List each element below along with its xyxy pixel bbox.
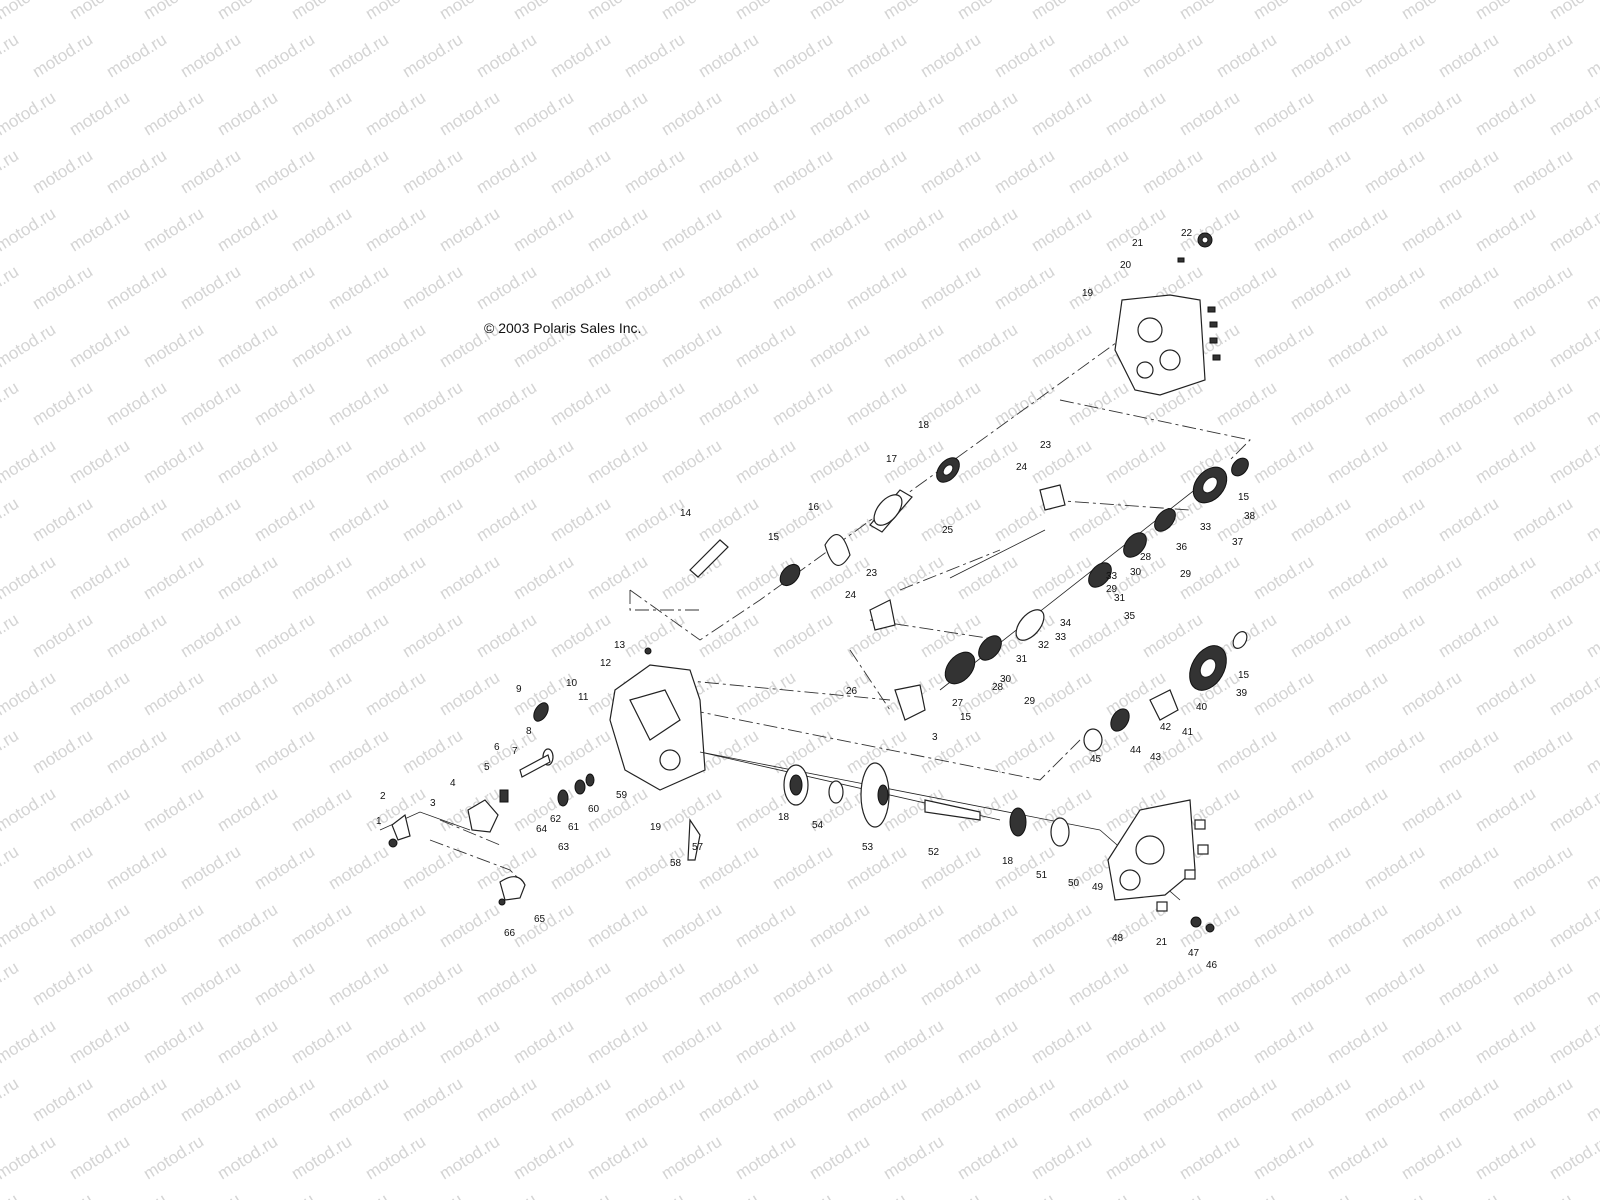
part-callout-19: 19 — [1082, 288, 1094, 299]
lower-shaft-assembly — [699, 751, 1070, 847]
part-callout-62: 62 — [550, 814, 562, 825]
part-callout-44: 44 — [1130, 745, 1142, 756]
part-callout-42: 42 — [1160, 722, 1172, 733]
part-callout-8: 8 — [526, 726, 532, 737]
part-callout-26: 26 — [846, 686, 858, 697]
part-callout-2: 2 — [380, 791, 386, 802]
part-callout-9: 9 — [516, 684, 522, 695]
part-callout-37: 37 — [1232, 537, 1244, 548]
part-callout-40: 40 — [1196, 702, 1208, 713]
cover-bolts — [1177, 257, 1221, 361]
part-callout-7: 7 — [512, 746, 518, 757]
part-callout-16: 16 — [808, 502, 820, 513]
part-callout-28: 28 — [992, 682, 1004, 693]
part-callout-33: 33 — [1055, 632, 1067, 643]
part-callout-43: 43 — [1150, 752, 1162, 763]
part-callout-59: 59 — [616, 790, 628, 801]
part-callout-31: 31 — [1016, 654, 1028, 665]
output-gear-assembly — [894, 631, 1248, 752]
gear-shaft-stack — [869, 457, 1249, 691]
part-callout-41: 41 — [1182, 727, 1194, 738]
part-callout-23: 23 — [866, 568, 878, 579]
part-callout-30: 30 — [1000, 674, 1012, 685]
part-callout-15: 15 — [1238, 670, 1250, 681]
part-callout-31: 31 — [1114, 593, 1126, 604]
part-callout-11: 11 — [578, 692, 589, 703]
part-callout-65: 65 — [534, 914, 546, 925]
part-callout-35: 35 — [1124, 611, 1136, 622]
part-callout-64: 64 — [536, 824, 548, 835]
part-callout-23: 23 — [1040, 440, 1052, 451]
part-callout-13: 13 — [614, 640, 626, 651]
part-callout-18: 18 — [778, 812, 790, 823]
part-callout-12: 12 — [600, 658, 612, 669]
part-callout-28: 28 — [1140, 552, 1152, 563]
part-callout-21: 21 — [1156, 937, 1168, 948]
part-callout-25: 25 — [942, 525, 954, 536]
part-callout-66: 66 — [504, 928, 516, 939]
part-callout-46: 46 — [1206, 960, 1218, 971]
part-callout-17: 17 — [886, 454, 898, 465]
part-callout-29: 29 — [1180, 569, 1192, 580]
part-callout-51: 51 — [1036, 870, 1048, 881]
part-callout-57: 57 — [692, 842, 704, 853]
input-parts — [388, 702, 701, 906]
part-callout-58: 58 — [670, 858, 682, 869]
part-callout-18: 18 — [1002, 856, 1014, 867]
part-callout-54: 54 — [812, 820, 824, 831]
part-callout-47: 47 — [1188, 948, 1200, 959]
part-callout-39: 39 — [1236, 688, 1248, 699]
part-callout-24: 24 — [1016, 462, 1028, 473]
part-callout-22: 22 — [1181, 228, 1193, 239]
part-callout-10: 10 — [566, 678, 578, 689]
part-callout-21: 21 — [1132, 238, 1144, 249]
upper-shaft-assembly — [689, 457, 960, 587]
part-callout-4: 4 — [450, 778, 456, 789]
part-callout-15: 15 — [1238, 492, 1250, 503]
part-callout-27: 27 — [952, 698, 964, 709]
part-callout-18: 18 — [918, 420, 930, 431]
main-transmission-case — [609, 647, 706, 791]
part-callout-24: 24 — [845, 590, 857, 601]
part-callout-38: 38 — [1244, 511, 1256, 522]
part-callout-29: 29 — [1024, 696, 1036, 707]
upper-case-cover — [1114, 232, 1213, 396]
part-callout-53: 53 — [862, 842, 874, 853]
part-callout-61: 61 — [568, 822, 580, 833]
part-callout-15: 15 — [960, 712, 972, 723]
part-callout-49: 49 — [1092, 882, 1104, 893]
part-callout-32: 32 — [1038, 640, 1050, 651]
part-callout-19: 19 — [650, 822, 662, 833]
part-callout-33: 33 — [1200, 522, 1212, 533]
part-callout-3: 3 — [430, 798, 436, 809]
part-callout-15: 15 — [768, 532, 780, 543]
copyright-notice: © 2003 Polaris Sales Inc. — [484, 320, 642, 336]
part-callout-29: 29 — [1106, 584, 1118, 595]
part-callout-50: 50 — [1068, 878, 1080, 889]
part-callout-48: 48 — [1112, 933, 1124, 944]
part-callout-36: 36 — [1176, 542, 1188, 553]
part-callout-33: 33 — [1106, 571, 1118, 582]
part-callout-30: 30 — [1130, 567, 1142, 578]
part-callout-63: 63 — [558, 842, 570, 853]
part-callout-3: 3 — [932, 732, 938, 743]
part-callout-60: 60 — [588, 804, 600, 815]
part-callout-6: 6 — [494, 742, 500, 753]
watermark-text: motod.ru — [0, 1190, 22, 1200]
part-callout-34: 34 — [1060, 618, 1072, 629]
part-callout-1: 1 — [376, 816, 382, 827]
part-callout-52: 52 — [928, 847, 940, 858]
part-callout-14: 14 — [680, 508, 692, 519]
part-callout-45: 45 — [1090, 754, 1102, 765]
part-callout-20: 20 — [1120, 260, 1132, 271]
lower-case-cover — [1107, 799, 1215, 933]
part-callout-5: 5 — [484, 762, 490, 773]
